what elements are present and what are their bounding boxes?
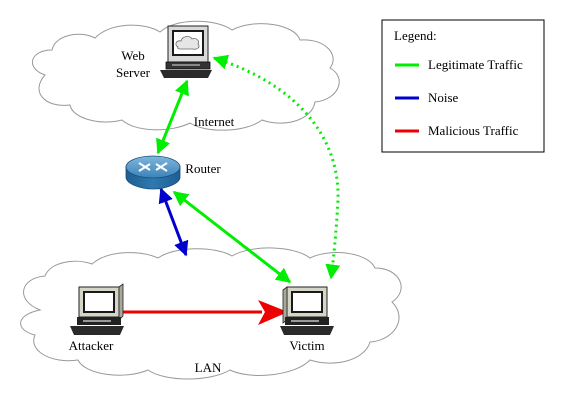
label-victim: Victim (289, 338, 324, 353)
label-server: Server (116, 65, 151, 80)
label-internet: Internet (194, 114, 235, 129)
label-router: Router (185, 161, 221, 176)
web-server-computer (160, 25, 212, 78)
legend-label-noise: Noise (428, 90, 459, 105)
legend-box (381, 19, 545, 153)
link-router-lan-noise (158, 187, 189, 257)
label-attacker: Attacker (69, 338, 114, 353)
link-webserver-victim-dotted (212, 54, 341, 280)
attacker-computer (70, 283, 124, 335)
links (120, 54, 341, 325)
link-webserver-router (156, 79, 189, 155)
legend-title: Legend: (394, 28, 437, 43)
legend-label-legitimate: Legitimate Traffic (428, 57, 523, 72)
label-lan: LAN (195, 360, 222, 375)
malicious-arrowhead (258, 300, 288, 325)
legend: Legend: Legitimate Traffic Noise Malicio… (381, 19, 545, 153)
legend-label-malicious: Malicious Traffic (428, 123, 519, 138)
label-web: Web (121, 48, 145, 63)
router (125, 155, 181, 190)
victim-computer (280, 286, 334, 335)
